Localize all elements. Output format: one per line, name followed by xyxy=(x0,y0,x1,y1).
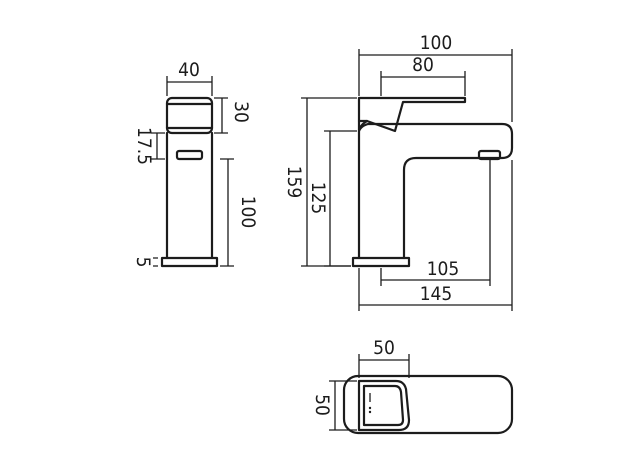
dim-top-depth-line xyxy=(329,380,357,431)
front-body-left xyxy=(357,119,369,260)
dim-side-base-label: 5 xyxy=(132,257,154,268)
dim-top-depth-label: 50 xyxy=(311,394,333,416)
dim-top-width-label: 50 xyxy=(373,337,395,359)
dim-front-width-line xyxy=(358,49,513,122)
top-view: 50 50 xyxy=(311,337,514,435)
front-handle xyxy=(357,96,467,133)
dim-front-height-label: 159 xyxy=(283,166,305,199)
side-view: 40 30 17.5 100 5 xyxy=(132,59,259,267)
top-body-outline xyxy=(342,374,514,435)
side-aerator xyxy=(175,149,204,161)
top-handle xyxy=(357,379,411,432)
dim-side-width-label: 40 xyxy=(178,59,200,81)
dim-side-gap-label: 17.5 xyxy=(133,127,155,165)
dim-front-depth-label: 145 xyxy=(420,283,453,305)
dim-side-width-line xyxy=(166,76,213,96)
dim-side-base-line xyxy=(153,257,158,267)
top-handle-inner xyxy=(362,384,405,427)
top-indicator-dot-1 xyxy=(368,406,372,410)
dim-front-spout-height-line xyxy=(324,130,357,267)
dim-side-handle-line xyxy=(214,97,228,134)
dim-front-depth-line xyxy=(358,160,513,311)
front-spout xyxy=(357,122,514,260)
side-base xyxy=(160,256,219,268)
dim-side-body-line xyxy=(220,158,234,267)
dim-front-reach-label: 105 xyxy=(427,258,460,280)
front-aerator xyxy=(477,149,502,161)
dim-top-width-line xyxy=(358,354,410,378)
dim-front-handle-label: 80 xyxy=(412,54,434,76)
dim-side-gap-line xyxy=(151,132,165,160)
front-view: 100 80 159 125 105 145 xyxy=(283,32,514,311)
top-indicator-dot-2 xyxy=(368,410,372,414)
dim-front-width-label: 100 xyxy=(420,32,453,54)
dim-side-handle-label: 30 xyxy=(230,101,252,123)
front-base xyxy=(351,256,411,268)
dim-front-reach-line xyxy=(380,160,491,286)
side-handle-outline xyxy=(165,96,214,135)
side-body-outline xyxy=(165,131,214,260)
dim-front-handle-line xyxy=(380,71,466,96)
dim-side-body-label: 100 xyxy=(237,196,259,229)
dim-front-spout-height-label: 125 xyxy=(307,182,329,215)
